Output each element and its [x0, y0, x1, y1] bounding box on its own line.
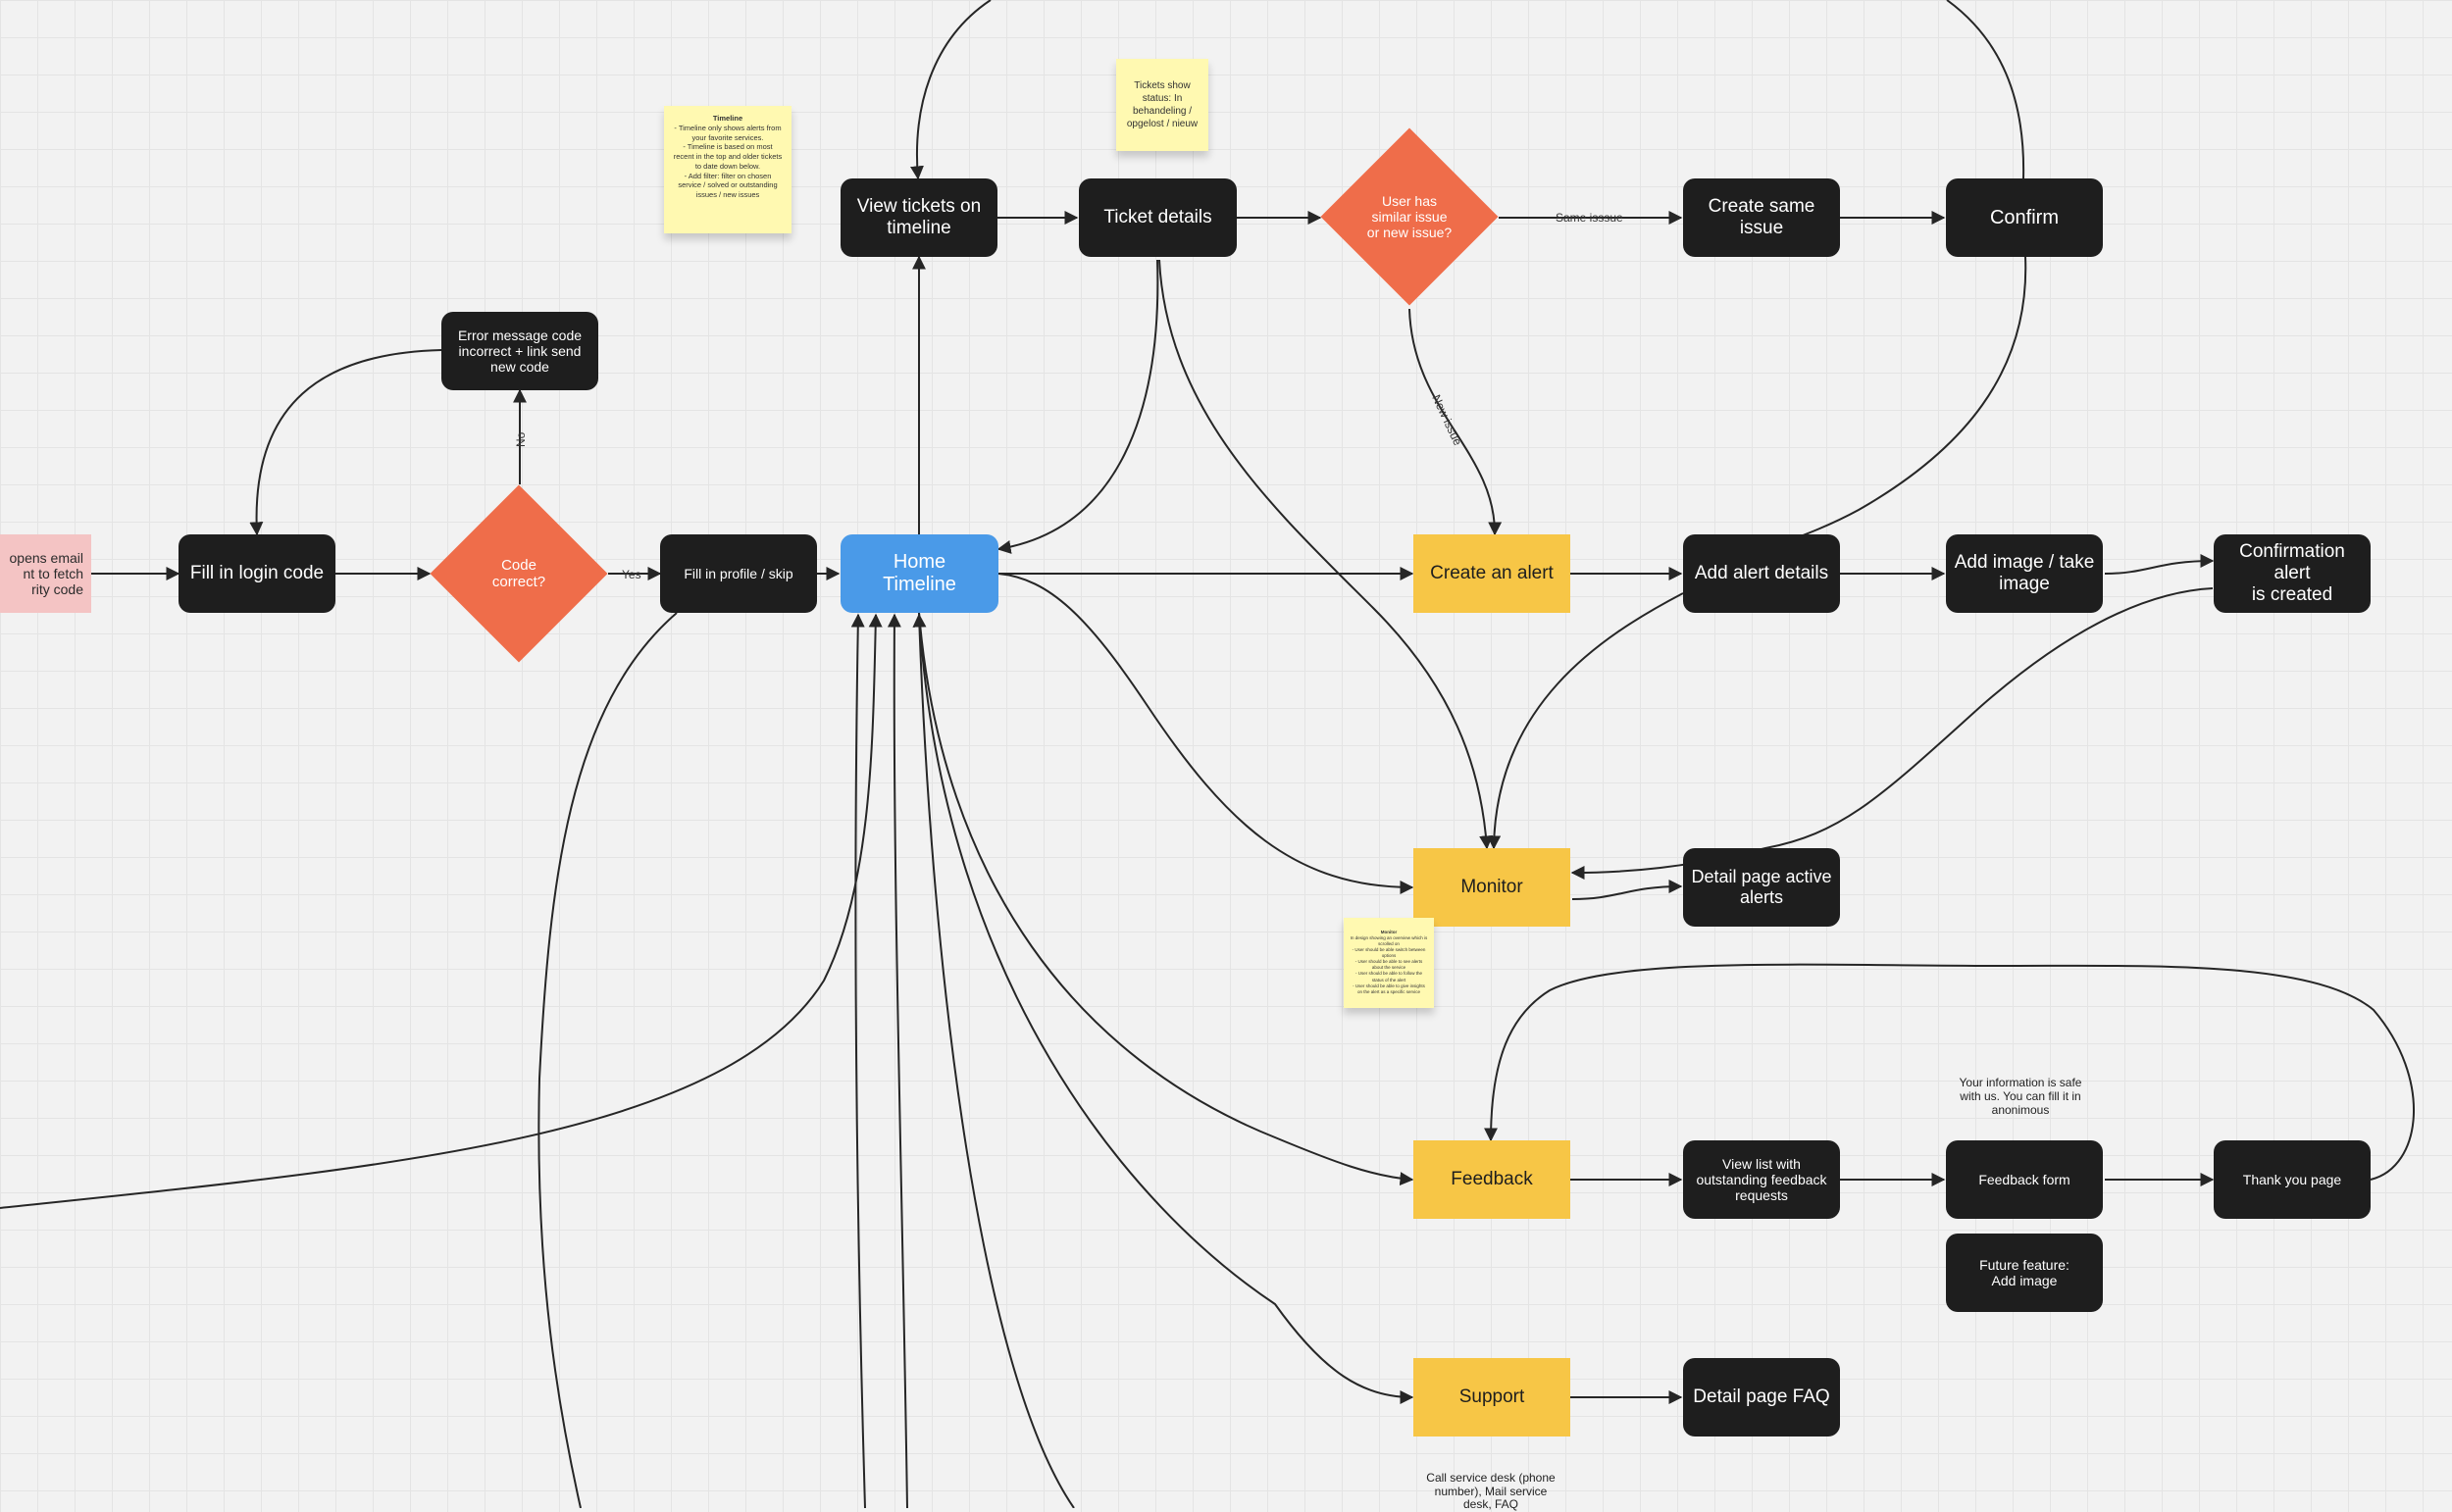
edge-new-issue — [1408, 308, 1503, 536]
node-ticket-details-label: Ticket details — [1103, 207, 1212, 228]
node-detail-faq[interactable]: Detail page FAQ — [1683, 1358, 1840, 1436]
sticky-timeline[interactable]: Timeline - Timeline only shows alerts fr… — [664, 106, 792, 233]
edge-left-to-home — [0, 613, 883, 1209]
node-feedback-label: Feedback — [1451, 1169, 1533, 1190]
node-confirm-label: Confirm — [1989, 206, 2059, 228]
node-support-label: Support — [1458, 1386, 1525, 1408]
edge-top-loop-right — [1946, 0, 2025, 179]
node-opens-email-label: opens email nt to fetch rity code — [9, 549, 84, 598]
node-detail-faq-label: Detail page FAQ — [1693, 1386, 1830, 1408]
node-thank-you-label: Thank you page — [2242, 1171, 2342, 1187]
node-confirmation-alert[interactable]: Confirmation alert is created — [2214, 534, 2371, 613]
node-home-timeline-label: Home Timeline — [883, 551, 956, 595]
sticky-monitor-title: Monitor — [1380, 930, 1398, 934]
node-confirmation-alert-label: Confirmation alert is created — [2239, 541, 2345, 605]
edge-bottom-b-to-home — [850, 613, 866, 1508]
node-view-list-label: View list with outstanding feedback requ… — [1696, 1155, 1827, 1204]
node-view-tickets-label: View tickets on timeline — [856, 196, 982, 238]
edge-confirm-to-alert-details — [1711, 256, 2027, 575]
edge-home-to-monitor — [997, 573, 1414, 894]
edge-bottom-a-to-home — [887, 613, 908, 1508]
node-add-alert-details[interactable]: Add alert details — [1683, 534, 1840, 613]
edge-home-to-support — [918, 612, 1414, 1404]
note-support: Call service desk (phone number), Mail s… — [1412, 1458, 1569, 1512]
note-info-safe: Your information is safe with us. You ca… — [1959, 1076, 2082, 1117]
edge-profile-down — [537, 612, 678, 1508]
node-detail-active-label: Detail page active alerts — [1691, 867, 1832, 907]
label-yes: Yes — [622, 568, 641, 581]
node-create-alert-label: Create an alert — [1430, 563, 1554, 584]
node-user-similar-label: User has similar issue or new issue? — [1366, 192, 1453, 241]
node-home-timeline[interactable]: Home Timeline — [841, 534, 998, 613]
note-support-text: Call service desk (phone number), Mail s… — [1426, 1470, 1556, 1512]
node-feedback[interactable]: Feedback — [1413, 1140, 1570, 1219]
node-fill-login[interactable]: Fill in login code — [179, 534, 335, 613]
node-fill-login-label: Fill in login code — [189, 563, 325, 584]
node-future-feature[interactable]: Future feature: Add image — [1946, 1234, 2103, 1312]
label-no: No — [514, 431, 528, 447]
node-view-list[interactable]: View list with outstanding feedback requ… — [1683, 1140, 1840, 1219]
node-ticket-details[interactable]: Ticket details — [1079, 178, 1237, 257]
edge-details-to-monitor — [1487, 592, 1684, 850]
edge-image-to-confirmation — [2104, 554, 2215, 575]
node-fill-profile-label: Fill in profile / skip — [684, 565, 793, 581]
edge-home-to-feedback — [918, 612, 1414, 1186]
node-error-message[interactable]: Error message code incorrect + link send… — [441, 312, 598, 390]
edge-confirmation-to-monitor — [1570, 587, 2214, 880]
edge-top-loop-left — [909, 0, 992, 180]
edge-error-to-login — [249, 349, 442, 536]
label-new-issue: New issue — [1429, 392, 1464, 447]
node-fill-profile[interactable]: Fill in profile / skip — [660, 534, 817, 613]
sticky-timeline-body: - Timeline only shows alerts from your f… — [673, 123, 783, 199]
edge-bottom-c-to-home — [912, 613, 1075, 1508]
node-feedback-form[interactable]: Feedback form — [1946, 1140, 2103, 1219]
edge-thanks-to-feedback — [1484, 963, 2415, 1181]
node-support[interactable]: Support — [1413, 1358, 1570, 1436]
edge-ticket-to-home — [996, 259, 1159, 554]
node-feedback-form-label: Feedback form — [1978, 1171, 2070, 1187]
node-create-alert[interactable]: Create an alert — [1413, 534, 1570, 613]
node-add-image-label: Add image / take image — [1954, 552, 2095, 594]
sticky-tickets-status-text: Tickets show status: In behandeling / op… — [1126, 80, 1199, 129]
node-view-tickets[interactable]: View tickets on timeline — [841, 178, 997, 257]
node-monitor-label: Monitor — [1460, 877, 1523, 898]
sticky-tickets-status[interactable]: Tickets show status: In behandeling / op… — [1116, 59, 1208, 151]
node-future-feature-label: Future feature: Add image — [1979, 1256, 2069, 1288]
node-create-same[interactable]: Create same issue — [1683, 178, 1840, 257]
sticky-timeline-title: Timeline — [712, 114, 743, 123]
edge-monitor-to-detail-active — [1571, 880, 1683, 900]
label-same-issue: Same isssue — [1556, 211, 1623, 225]
node-code-correct-label: Code correct? — [491, 556, 546, 590]
node-opens-email[interactable]: opens email nt to fetch rity code — [0, 534, 91, 613]
node-create-same-label: Create same issue — [1708, 196, 1815, 238]
node-monitor[interactable]: Monitor — [1413, 848, 1570, 927]
sticky-monitor[interactable]: Monitor In design showing an overview wh… — [1344, 918, 1434, 1008]
node-add-image[interactable]: Add image / take image — [1946, 534, 2103, 613]
node-confirm[interactable]: Confirm — [1946, 178, 2103, 257]
node-detail-active[interactable]: Detail page active alerts — [1683, 848, 1840, 927]
node-user-similar[interactable]: User has similar issue or new issue? — [1320, 127, 1499, 306]
node-add-alert-details-label: Add alert details — [1694, 563, 1829, 584]
sticky-monitor-body: In design showing an overview which is s… — [1350, 935, 1428, 994]
node-code-correct[interactable]: Code correct? — [430, 484, 608, 663]
edge-ticket-to-monitor — [1158, 259, 1494, 850]
node-error-message-label: Error message code incorrect + link send… — [457, 327, 583, 376]
node-thank-you[interactable]: Thank you page — [2214, 1140, 2371, 1219]
